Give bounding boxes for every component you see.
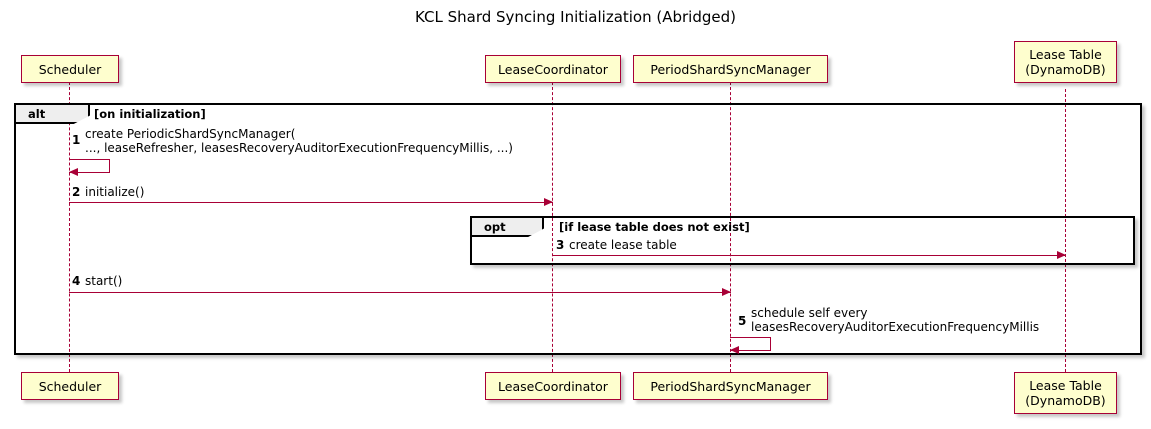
fragment-alt (14, 103, 1142, 355)
message-3-line (552, 255, 1066, 256)
fragment-opt (470, 216, 1135, 265)
message-1-arrowhead (69, 168, 78, 176)
message-5-arrowhead (730, 346, 739, 354)
participant-period-shard-sync-manager-bottom[interactable]: PeriodShardSyncManager (633, 372, 828, 400)
fragment-alt-operator: alt (16, 105, 90, 124)
lifeline-scheduler (69, 82, 70, 372)
message-1-self-loop (69, 159, 110, 173)
message-2-line (69, 202, 553, 203)
participant-period-shard-sync-manager-top[interactable]: PeriodShardSyncManager (633, 55, 828, 83)
message-3-arrowhead (1057, 251, 1066, 259)
message-1-label: create PeriodicShardSyncManager( ..., le… (85, 127, 513, 155)
message-4-arrowhead (722, 288, 731, 296)
message-5-number: 5 (738, 314, 747, 328)
message-1-number: 1 (72, 133, 81, 147)
message-5-self-loop (730, 337, 771, 351)
message-4-line (69, 292, 731, 293)
participant-lease-table-bottom[interactable]: Lease Table (DynamoDB) (1014, 372, 1117, 414)
message-2-arrowhead (544, 198, 553, 206)
lifeline-period-shard-sync-manager (730, 82, 731, 372)
message-4-label: start() (85, 274, 123, 288)
participant-lease-coordinator-bottom[interactable]: LeaseCoordinator (485, 372, 621, 400)
participant-scheduler-bottom[interactable]: Scheduler (21, 372, 119, 400)
message-2-number: 2 (72, 185, 81, 199)
message-3-number: 3 (556, 238, 565, 252)
participant-lease-coordinator-top[interactable]: LeaseCoordinator (485, 55, 621, 83)
message-2-label: initialize() (85, 185, 145, 199)
fragment-opt-guard: [if lease table does not exist] (559, 220, 750, 234)
fragment-alt-guard: [on initialization] (94, 107, 206, 121)
fragment-opt-operator: opt (472, 218, 544, 237)
lifeline-lease-coordinator (552, 82, 553, 372)
message-4-number: 4 (72, 274, 81, 288)
participant-scheduler-top[interactable]: Scheduler (21, 55, 119, 83)
lifeline-lease-table (1065, 89, 1066, 372)
message-5-label: schedule self every leasesRecoveryAudito… (751, 306, 1040, 334)
diagram-title: KCL Shard Syncing Initialization (Abridg… (415, 8, 736, 26)
participant-lease-table-top[interactable]: Lease Table (DynamoDB) (1014, 41, 1117, 83)
message-3-label: create lease table (569, 238, 677, 252)
